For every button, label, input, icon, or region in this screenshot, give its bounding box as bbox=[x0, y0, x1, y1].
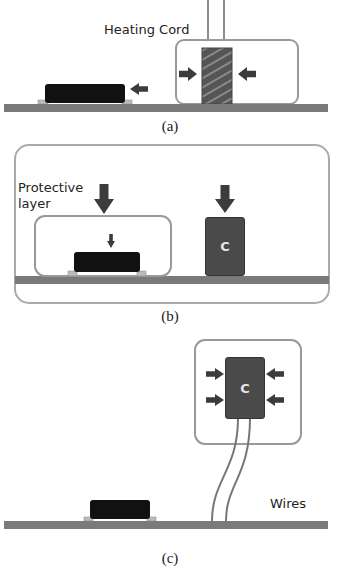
panel-label: (a) bbox=[162, 118, 179, 135]
chip bbox=[45, 84, 125, 103]
heating-coil bbox=[202, 48, 232, 104]
force-arrow bbox=[107, 234, 115, 248]
chip bbox=[90, 500, 150, 519]
heater-frame bbox=[195, 340, 301, 444]
panel-label: (c) bbox=[162, 550, 179, 567]
circuit-board bbox=[4, 521, 328, 529]
protective-layer bbox=[35, 216, 171, 276]
part-label: Heating Cord bbox=[104, 22, 189, 37]
chip-lead bbox=[68, 271, 77, 276]
force-arrow bbox=[215, 185, 235, 213]
component-c: C bbox=[205, 217, 245, 276]
force-arrow bbox=[266, 368, 284, 380]
component-label: C bbox=[240, 381, 250, 396]
force-arrow bbox=[266, 394, 284, 406]
force-arrow bbox=[206, 394, 224, 406]
force-arrow bbox=[94, 184, 114, 214]
panel-frame bbox=[15, 145, 329, 303]
part-label: Protective layer bbox=[18, 180, 92, 211]
part-label: Wires bbox=[270, 496, 306, 511]
circuit-board bbox=[4, 104, 328, 112]
force-arrow bbox=[238, 67, 256, 81]
circuit-board bbox=[15, 276, 329, 284]
component-label: C bbox=[220, 239, 230, 254]
force-arrow bbox=[179, 67, 197, 81]
panel-label: (b) bbox=[161, 308, 179, 325]
force-arrow bbox=[130, 83, 148, 95]
chip-lead bbox=[137, 271, 146, 276]
wire bbox=[212, 418, 238, 521]
heater-frame bbox=[176, 40, 298, 104]
component-c: C bbox=[225, 357, 265, 419]
chip bbox=[74, 252, 140, 272]
force-arrow bbox=[206, 368, 224, 380]
wire bbox=[226, 418, 250, 521]
